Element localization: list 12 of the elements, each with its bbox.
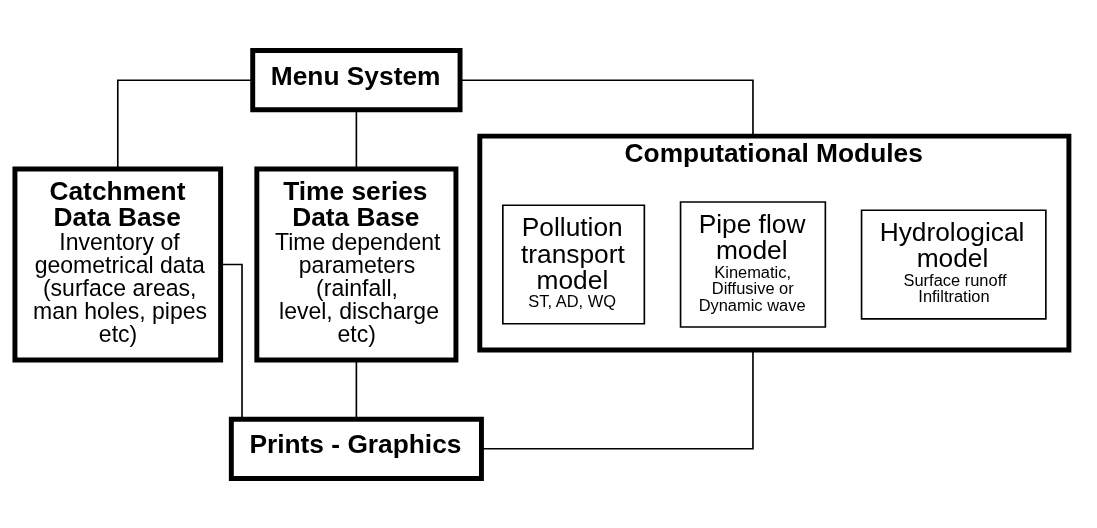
- node-box: Pollution transport model ST, AD, WQ: [502, 203, 646, 325]
- connector: [116, 78, 254, 169]
- node-box: Prints - Graphics: [228, 416, 484, 481]
- connector: [355, 359, 358, 420]
- node-box: Menu System: [250, 47, 463, 112]
- node-box: Catchment Data Base Inventory of geometrical data (surface areas, man holes, pipes etc): [12, 166, 224, 362]
- connector: [355, 109, 358, 170]
- node-box: Pipe flow model Kinematic, Diffusive or Dynamic wave: [679, 200, 827, 328]
- node-box: Time series Data Base Time dependent parameters (rainfall, level, discharge etc): [254, 166, 459, 362]
- connector: [220, 263, 243, 419]
- node-box: Hydrological model Surface runoff Infiltration: [860, 208, 1047, 320]
- connector: [459, 78, 754, 137]
